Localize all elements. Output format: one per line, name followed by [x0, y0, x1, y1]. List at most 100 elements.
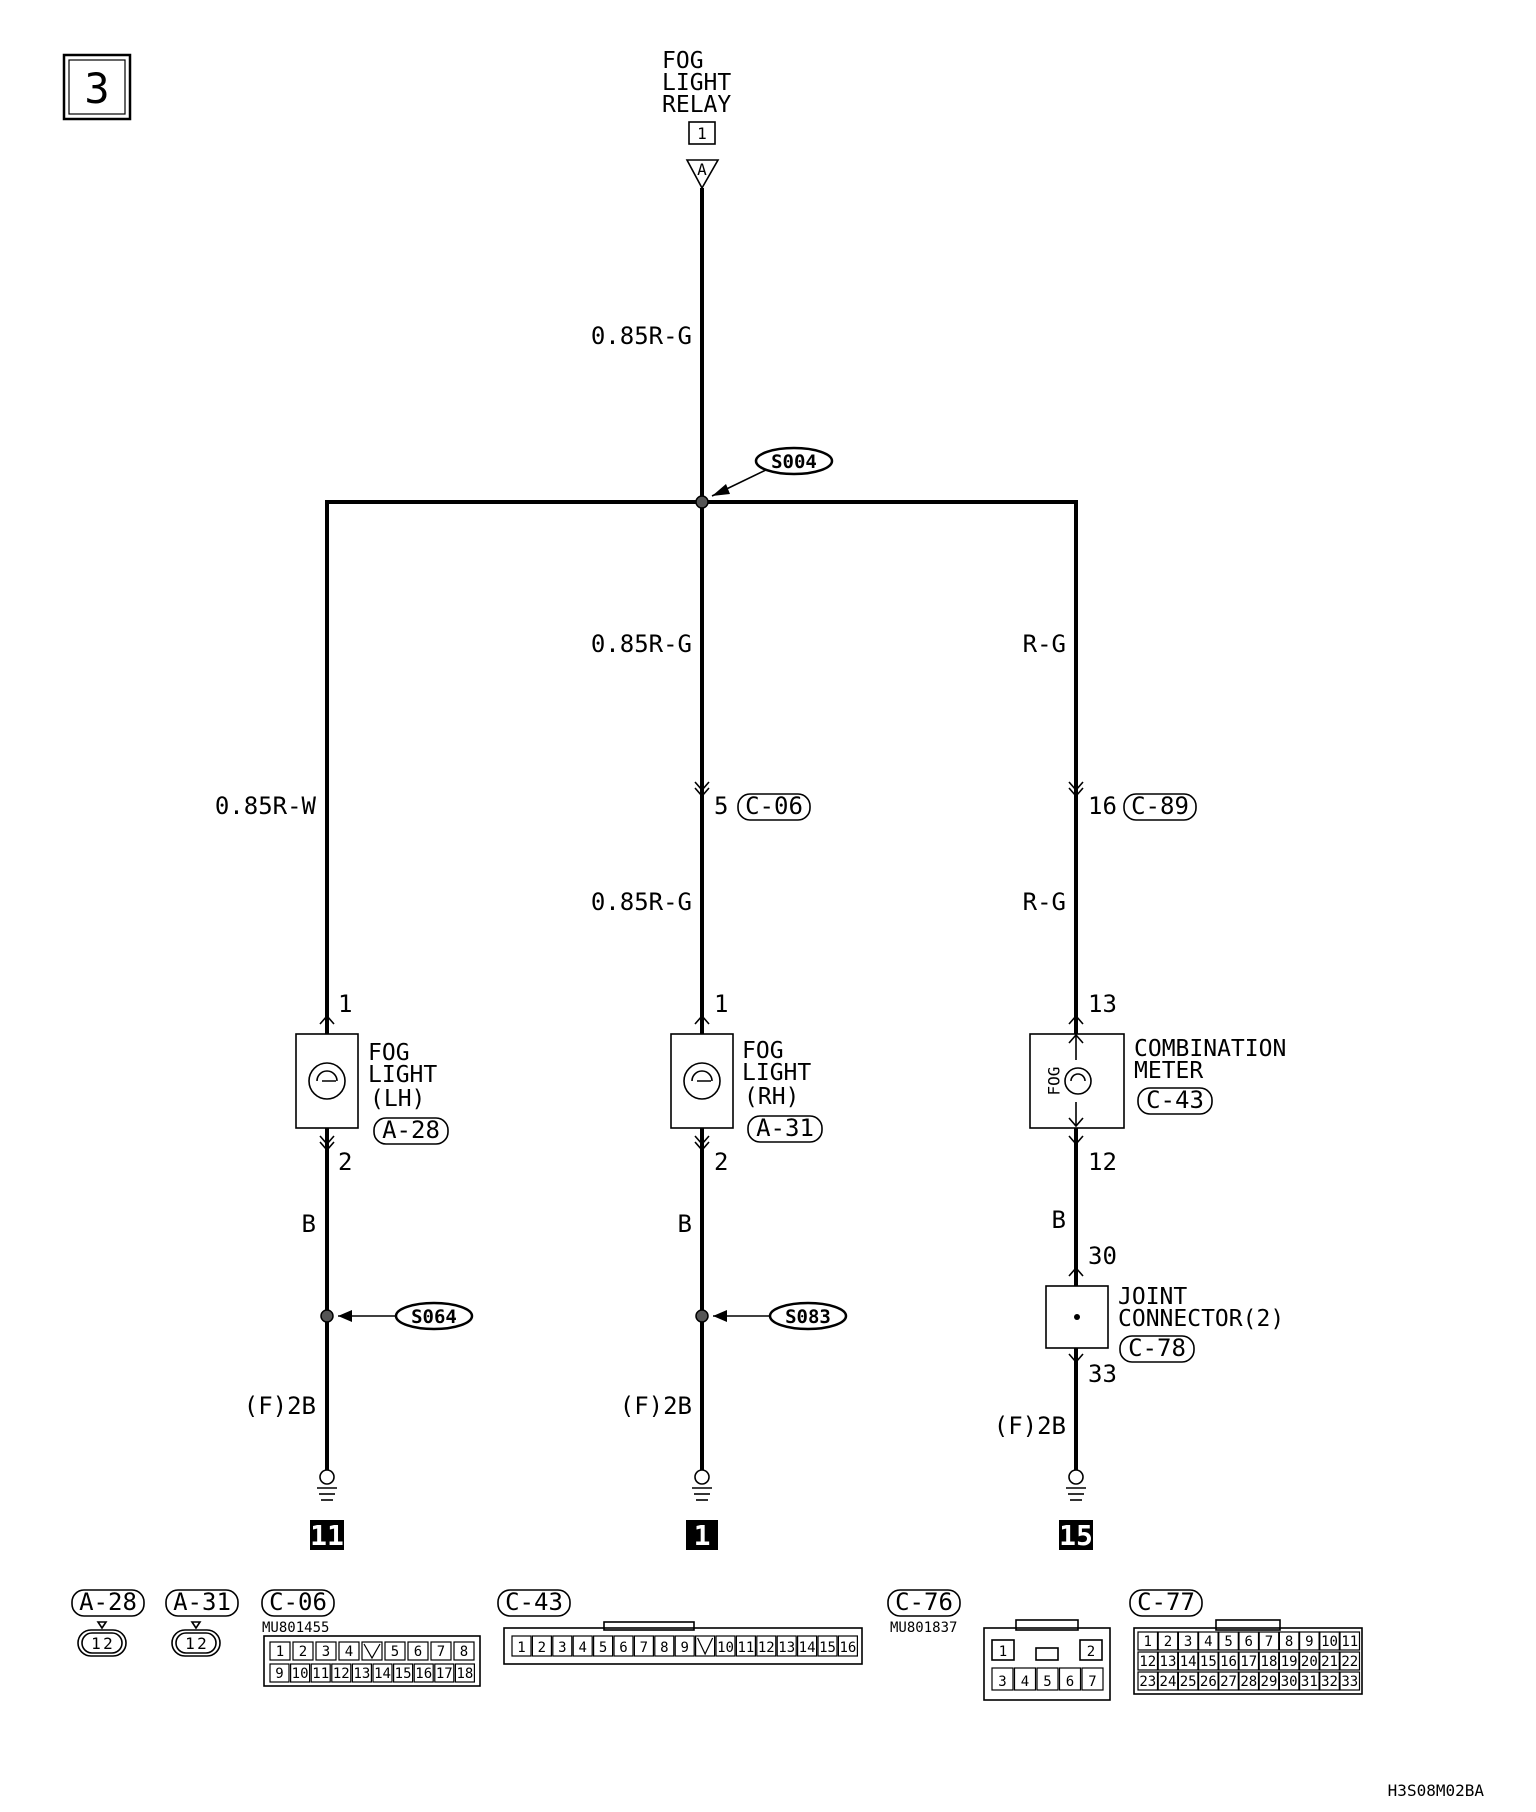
fog-rh-pin-in: 1: [714, 990, 728, 1018]
conn-c77-pin: 27: [1220, 1674, 1237, 1690]
joint-connector: 30 33 JOINT CONNECTOR(2) C-78: [1045, 1242, 1284, 1388]
splice-s083-label: S083: [785, 1306, 831, 1328]
conn-c77-pin: 8: [1285, 1634, 1293, 1650]
conn-c43-pin: 10: [717, 1640, 734, 1656]
sheet-number: 3: [62, 53, 132, 121]
conn-c43-pin: 9: [680, 1640, 688, 1656]
conn-c06-bottom-pin: 17: [436, 1666, 453, 1682]
conn-c77-pin: 28: [1240, 1674, 1257, 1690]
fog-lh-label-line-2: LIGHT: [368, 1062, 437, 1088]
meter-label-line-2: METER: [1134, 1058, 1203, 1084]
conn-c77-pin: 3: [1184, 1634, 1192, 1650]
conn-a28-id: A-28: [79, 1588, 137, 1616]
conn-c06-bottom-pin: 16: [415, 1666, 432, 1682]
conn-a31-pin-2: 2: [197, 1634, 207, 1653]
fog-lh-pin-in: 1: [338, 990, 352, 1018]
splice-s004-label: S004: [771, 451, 817, 473]
inline-connector-c89: 16 C-89: [1068, 781, 1197, 821]
conn-a31-pin-1: 1: [185, 1634, 195, 1653]
conn-c06-bottom-pin: 11: [312, 1666, 329, 1682]
conn-c77-pin: 23: [1139, 1674, 1156, 1690]
splice-s064: S064: [320, 1301, 474, 1331]
conn-c06-top-pin-blank: [363, 1643, 381, 1660]
conn-c43-pin: 12: [758, 1640, 775, 1656]
ground-right: 15: [1059, 1469, 1093, 1552]
fog-lh-pin-out: 2: [338, 1148, 352, 1176]
conn-c76-bottom-pin: 7: [1088, 1674, 1096, 1690]
conn-c77-pin: 2: [1164, 1634, 1172, 1650]
conn-c77-pin: 10: [1321, 1634, 1338, 1650]
conn-c06-top-pin: 5: [391, 1644, 399, 1660]
conn-c77-pin: 16: [1220, 1654, 1237, 1670]
wire-right-ground-label: (F)2B: [994, 1412, 1066, 1440]
ground-right-number: 15: [1059, 1519, 1093, 1552]
conn-c76-pin-1: 1: [999, 1644, 1007, 1660]
conn-c77-pin: 19: [1281, 1654, 1298, 1670]
conn-c06-top-pin: 8: [460, 1644, 468, 1660]
fog-lh-label-line-1: FOG: [368, 1040, 410, 1066]
inline-c06-id: C-06: [745, 792, 803, 820]
conn-a28-pin-2: 2: [103, 1634, 113, 1653]
conn-c06-part: MU801455: [262, 1620, 329, 1636]
conn-c43-pin: 8: [660, 1640, 668, 1656]
conn-c43-pin: 16: [839, 1640, 856, 1656]
conn-c77-pin: 14: [1180, 1654, 1197, 1670]
combination-meter: 13 FOG 12 COMBINATION METER C-43: [1029, 990, 1286, 1176]
conn-c43-pin: 11: [737, 1640, 754, 1656]
conn-c77-pin: 24: [1160, 1674, 1177, 1690]
conn-c43-pin: 15: [819, 1640, 836, 1656]
conn-c76-id: C-76: [895, 1588, 953, 1616]
conn-c06-top-pin: 1: [276, 1644, 284, 1660]
conn-c77-pin: 15: [1200, 1654, 1217, 1670]
conn-c43-pin: 3: [558, 1640, 566, 1656]
wire-mid-ground-color: B: [678, 1210, 692, 1238]
wire-feed-label: 0.85R-G: [591, 322, 692, 350]
conn-c06-top-pin: 6: [414, 1644, 422, 1660]
conn-c77-id: C-77: [1137, 1588, 1195, 1616]
conn-c77-pin: 20: [1301, 1654, 1318, 1670]
conn-c43-pin: 2: [538, 1640, 546, 1656]
fog-rh-label-line-3: (RH): [744, 1084, 799, 1110]
splice-s083: S083: [695, 1301, 848, 1331]
fog-light-lh: 1 2 FOG LIGHT (LH) A-28: [295, 990, 449, 1176]
conn-c77-pin: 1: [1144, 1634, 1152, 1650]
wire-labels: 0.85R-G 0.85R-G R-G 0.85R-W 0.85R-G R-G …: [215, 322, 1066, 1440]
conn-c06-bottom-pin: 9: [275, 1666, 283, 1682]
conn-c76-bottom-pin: 6: [1066, 1674, 1074, 1690]
conn-c06-bottom-pin: 12: [333, 1666, 350, 1682]
wire-left-ground-color: B: [302, 1210, 316, 1238]
wire-mid-lower-label: 0.85R-G: [591, 888, 692, 916]
relay-label-line-3: RELAY: [662, 92, 731, 118]
conn-c43-pin: 1: [517, 1640, 525, 1656]
wire-right-lower-label: R-G: [1023, 888, 1066, 916]
splice-s004: S004: [695, 446, 834, 509]
conn-c43-pin: 14: [799, 1640, 816, 1656]
conn-c43-pin-blank: [697, 1637, 714, 1656]
conn-c43-pin: 6: [619, 1640, 627, 1656]
splice-s064-label: S064: [411, 1306, 457, 1328]
relay-label-line-1: FOG: [662, 48, 704, 74]
conn-c06-bottom-pin: 15: [395, 1666, 412, 1682]
fog-light-rh: 1 2 FOG LIGHT (RH) A-31: [670, 990, 823, 1176]
conn-c43-pin: 5: [599, 1640, 607, 1656]
conn-c06-top-pin: 3: [322, 1644, 330, 1660]
drawing-code: H3S08M02BA: [1388, 1781, 1485, 1800]
joint-pin-out: 33: [1088, 1360, 1117, 1388]
joint-label-line-1: JOINT: [1118, 1284, 1187, 1310]
fog-rh-label-line-1: FOG: [742, 1038, 784, 1064]
conn-c77-pin: 12: [1139, 1654, 1156, 1670]
conn-c76-part: MU801837: [890, 1620, 957, 1636]
wire-mid-ground-label: (F)2B: [620, 1392, 692, 1420]
fog-rh-pin-out: 2: [714, 1148, 728, 1176]
wire-left-ground-label: (F)2B: [244, 1392, 316, 1420]
ground-mid-number: 1: [694, 1519, 711, 1552]
